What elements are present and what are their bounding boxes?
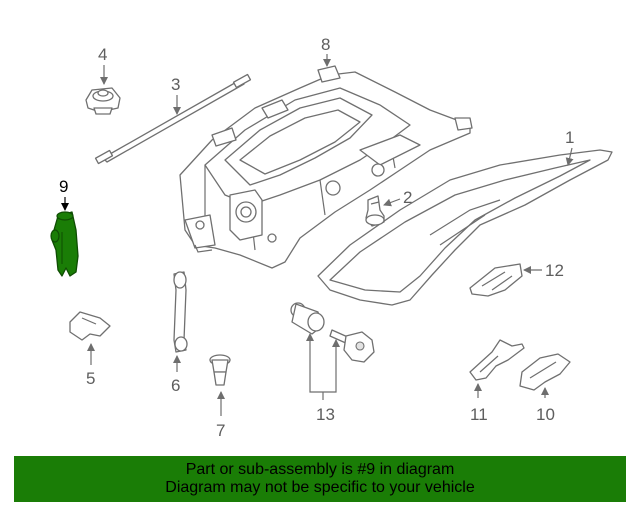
callout-11: 11 <box>470 405 488 424</box>
callout-12: 12 <box>545 261 564 280</box>
part-9-highlighted[interactable] <box>50 211 79 277</box>
banner-line-1: Part or sub-assembly is #9 in diagram <box>185 461 455 478</box>
part-6-strut[interactable] <box>173 271 188 353</box>
callout-4: 4 <box>98 45 107 64</box>
part-4-grommet[interactable] <box>85 87 121 115</box>
callout-1: 1 <box>565 128 574 147</box>
callout-6: 6 <box>171 376 180 395</box>
part-2-knob[interactable] <box>365 195 385 227</box>
part-8-console-tray[interactable] <box>179 65 473 269</box>
part-5-bracket[interactable] <box>69 311 111 341</box>
callout-3: 3 <box>171 75 180 94</box>
part-12-latch[interactable] <box>469 263 523 297</box>
callout-9: 9 <box>59 177 68 196</box>
callout-5: 5 <box>86 369 95 388</box>
part-13-lock-and-key[interactable] <box>290 302 375 363</box>
part-1-trim-panel[interactable] <box>317 149 613 306</box>
banner-line-2: Diagram may not be specific to your vehi… <box>165 479 475 496</box>
part-3-rod[interactable] <box>94 73 252 165</box>
callout-2: 2 <box>403 188 412 207</box>
part-7-push-pin[interactable] <box>209 354 231 386</box>
callout-13: 13 <box>316 405 335 424</box>
part-10-clip[interactable] <box>519 353 571 391</box>
part-info-banner: Part or sub-assembly is #9 in diagram Di… <box>14 456 626 502</box>
callout-10: 10 <box>536 405 555 424</box>
part-11-bracket[interactable] <box>469 339 525 381</box>
callout-7: 7 <box>216 421 225 440</box>
callout-8: 8 <box>321 35 330 54</box>
